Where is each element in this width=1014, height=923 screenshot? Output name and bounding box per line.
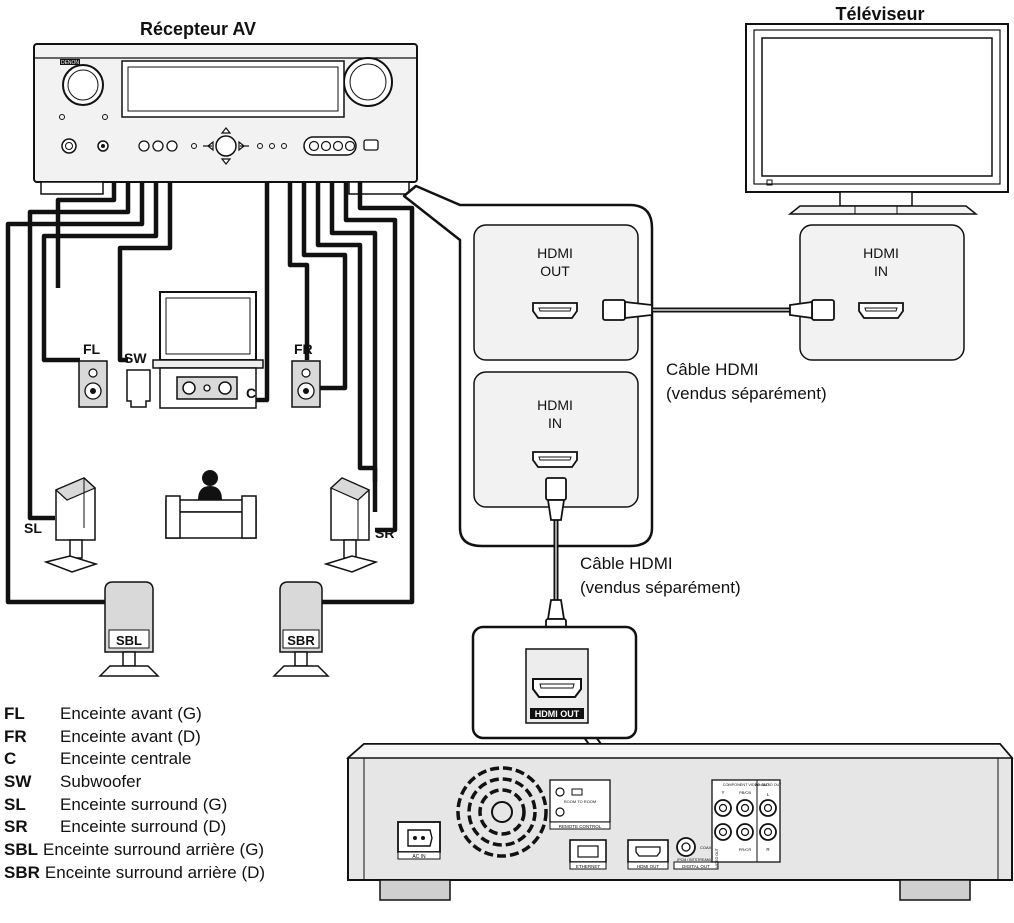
- legend-code: FL: [4, 704, 25, 723]
- legend-desc: Enceinte surround (D): [60, 817, 227, 837]
- cable-caption-bottom-line2: (vendus séparément): [580, 578, 741, 597]
- legend-code: SW: [4, 772, 32, 792]
- legend-code: C: [4, 749, 17, 769]
- ethernet-label: ETHERNET: [576, 864, 601, 869]
- coaxial-label: COAXIAL: [700, 845, 718, 850]
- media-player-rear: AC IN ROOM TO ROOM REMOTE CONTROL ETHERN…: [346, 743, 1014, 901]
- receiver-hdmi-out-line2: OUT: [540, 263, 570, 279]
- cable-caption-top-line2: (vendus séparément): [666, 384, 827, 403]
- digital-out-label: DIGITAL OUT: [682, 864, 710, 869]
- speaker-sw-icon: [126, 369, 151, 408]
- panel-hdmi-out-label: HDMI OUT: [637, 864, 659, 869]
- speaker-label-sl: SL: [24, 520, 42, 536]
- tv-hdmi-in-panel: [799, 224, 965, 361]
- video-out-label: VIDEO OUT: [715, 847, 719, 868]
- legend-item: FL Enceinte avant (G): [4, 703, 265, 726]
- legend-item: C Enceinte centrale: [4, 748, 265, 771]
- cable-caption-bottom-line1: Câble HDMI: [580, 554, 673, 573]
- television: Téléviseur HDMI IN: [745, 4, 1009, 361]
- tv-hdmi-in-line2: IN: [874, 263, 888, 279]
- hdmi-cable-to-tv: [602, 299, 835, 321]
- legend-item: FR Enceinte avant (D): [4, 726, 265, 749]
- legend-code: SL: [4, 794, 26, 814]
- cable-caption-bottom: Câble HDMI (vendus séparément): [580, 552, 741, 600]
- legend-desc: Enceinte surround arrière (G): [43, 840, 265, 860]
- component-video-out-label: COMPONENT VIDEO OUT: [723, 783, 770, 787]
- speaker-sbr-icon: [272, 581, 330, 677]
- speaker-label-sr: SR: [375, 525, 394, 541]
- receiver-title: Récepteur AV: [140, 19, 256, 39]
- cable-caption-top-line1: Câble HDMI: [666, 360, 759, 379]
- speaker-sbl-icon: [98, 581, 160, 677]
- av-receiver: Récepteur AV DENON: [33, 19, 418, 195]
- receiver-hdmi-out-line1: HDMI: [537, 245, 573, 261]
- speaker-label-fr: FR: [294, 341, 313, 357]
- prcr-label: PR/CR: [739, 847, 752, 852]
- speaker-label-sbr: SBR: [287, 633, 315, 648]
- pbcb-label: PB/CB: [739, 790, 751, 795]
- speaker-label-fl: FL: [83, 341, 101, 357]
- speaker-label-sbl: SBL: [116, 633, 142, 648]
- legend-desc: Subwoofer: [60, 772, 142, 792]
- room-layout: C FL SW FR S: [24, 291, 394, 677]
- receiver-brand-badge: DENON: [61, 60, 79, 66]
- speaker-sr-icon: [323, 477, 379, 573]
- legend-desc: Enceinte surround (G): [60, 794, 228, 814]
- speaker-legend: FL Enceinte avant (G) FR Enceinte avant (D…: [4, 703, 265, 885]
- legend-item: SW Subwoofer: [4, 771, 265, 794]
- pcm-bitstream-label: (PCM / BITSTREAM): [677, 858, 711, 862]
- hdmi-cable-to-receiver: [545, 477, 567, 640]
- speaker-sl-icon: [43, 477, 99, 573]
- legend-desc: Enceinte centrale: [60, 749, 192, 769]
- room-to-room-label: ROOM TO ROOM: [564, 799, 597, 804]
- y-label: Y: [721, 790, 724, 795]
- receiver-hdmi-in-line2: IN: [548, 415, 562, 431]
- legend-item: SL Enceinte surround (G): [4, 794, 265, 817]
- audio-out-label: 2ch AUDIO OUT: [755, 783, 782, 787]
- receiver-hdmi-in-line1: HDMI: [537, 397, 573, 413]
- tv-title: Téléviseur: [835, 4, 924, 24]
- ac-in-label: AC IN: [412, 854, 426, 860]
- coaxial-jack-icon: [676, 837, 696, 857]
- legend-desc: Enceinte avant (G): [60, 704, 202, 723]
- legend-desc: Enceinte avant (D): [60, 726, 201, 746]
- remote-control-label: REMOTE CONTROL: [559, 824, 602, 829]
- listener-sofa-icon: [165, 470, 257, 539]
- legend-code: SBR: [4, 862, 40, 882]
- tv-hdmi-in-line1: HDMI: [863, 245, 899, 261]
- cable-caption-top: Câble HDMI (vendus séparément): [666, 358, 827, 406]
- fan-vent-icon: [456, 766, 548, 858]
- legend-code: SBL: [4, 840, 38, 860]
- player-hdmi-out-badge: HDMI OUT: [535, 709, 580, 719]
- legend-code: SR: [4, 817, 28, 837]
- legend-code: FR: [4, 726, 27, 746]
- receiver-rear-callout: HDMI OUT HDMI IN: [402, 184, 654, 548]
- audio-l-label: L: [767, 792, 770, 797]
- speaker-label-sw: SW: [124, 350, 147, 366]
- legend-desc: Enceinte surround arrière (D): [44, 862, 266, 882]
- speaker-label-c: C: [246, 385, 256, 401]
- audio-r-label: R: [766, 847, 770, 852]
- receiver-hdmi-out-panel: [473, 224, 639, 361]
- legend-item: SR Enceinte surround (D): [4, 816, 265, 839]
